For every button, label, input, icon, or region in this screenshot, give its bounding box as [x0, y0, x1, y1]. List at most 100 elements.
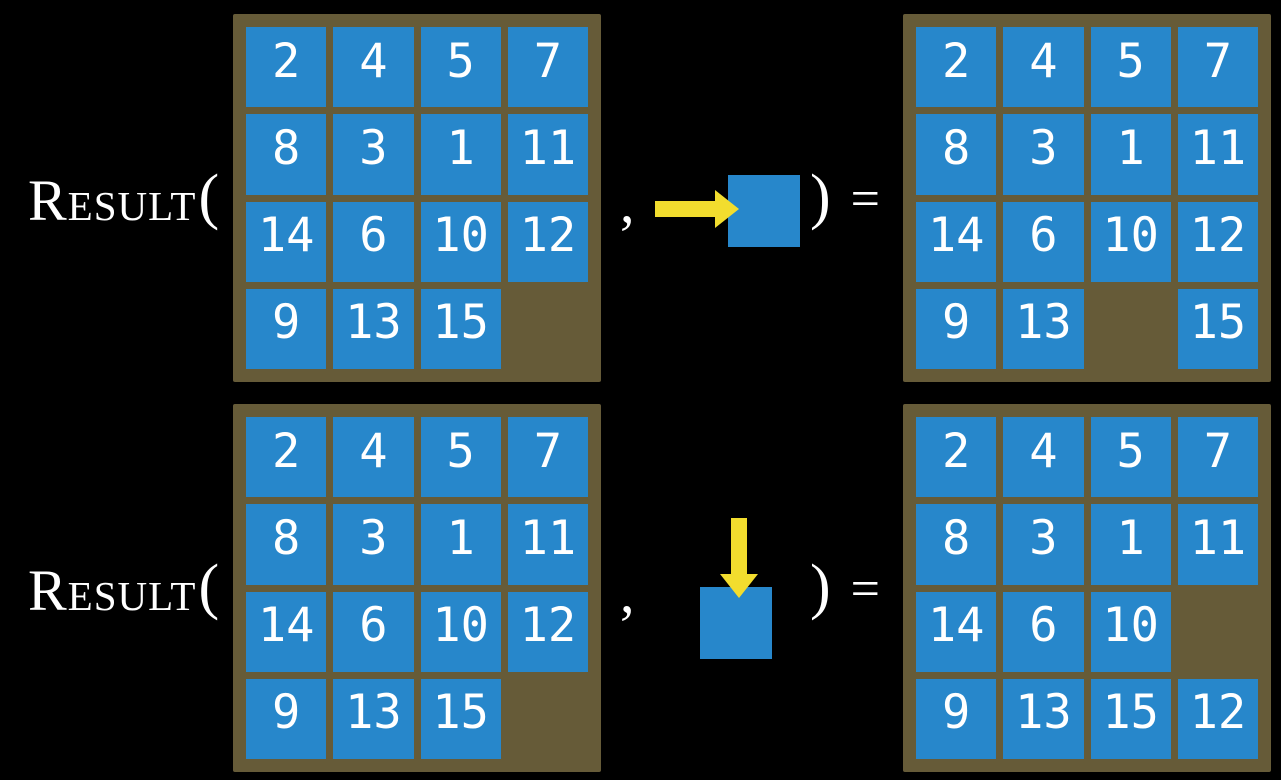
tile-number: 11 [1189, 120, 1247, 176]
puzzle-tile-13: 13 [333, 288, 414, 369]
arrow-head [715, 190, 739, 228]
tile-number: 14 [927, 598, 985, 654]
tile-number: 2 [941, 423, 971, 479]
tile-number: 1 [1116, 120, 1145, 176]
close-paren: ) [810, 163, 831, 231]
tile-number: 1 [446, 510, 475, 566]
tile-number: 5 [1116, 33, 1145, 89]
puzzle-tile-2: 2 [916, 417, 997, 498]
puzzle-tile-11: 11 [1177, 114, 1258, 195]
tile-number: 3 [359, 120, 388, 176]
tile-number: 9 [941, 685, 971, 741]
puzzle-tile-4: 4 [333, 27, 414, 108]
close-paren-equals-row2: ) = [810, 540, 880, 640]
tile-number: 9 [941, 295, 971, 351]
puzzle-tile-14: 14 [246, 591, 327, 672]
open-paren: ( [198, 553, 220, 621]
puzzle-tile-13: 13 [1003, 288, 1084, 369]
tile-number: 13 [1015, 295, 1072, 351]
tile-number: 13 [345, 295, 402, 351]
puzzle-tile-15: 15 [420, 678, 501, 759]
puzzle-tile-5: 5 [1090, 27, 1171, 108]
tile-number: 11 [1189, 510, 1247, 566]
arrow-down-icon [720, 518, 758, 598]
puzzle-tile-5: 5 [420, 417, 501, 498]
equals-sign: = [850, 171, 880, 228]
tile-number: 8 [941, 510, 971, 566]
tile-number: 14 [257, 598, 315, 654]
puzzle-tile-9: 9 [246, 678, 327, 759]
tile-number: 5 [446, 423, 475, 479]
puzzle-tile-15: 15 [420, 288, 501, 369]
puzzle-tile-9: 9 [246, 288, 327, 369]
puzzle-tile-8: 8 [246, 504, 327, 585]
tile-number: 15 [432, 295, 489, 351]
puzzle-tile-15: 15 [1177, 288, 1258, 369]
arrow-shaft [655, 201, 719, 217]
tile-number: 8 [271, 120, 301, 176]
puzzle-tile-3: 3 [1003, 504, 1084, 585]
puzzle-tile-6: 6 [333, 201, 414, 282]
tile-number: 5 [446, 33, 475, 89]
tile-number: 14 [257, 208, 315, 264]
puzzle-tile-2: 2 [246, 27, 327, 108]
tile-number: 10 [1102, 208, 1159, 264]
puzzle-tile-1: 1 [420, 504, 501, 585]
empty-cell [1091, 289, 1171, 369]
puzzle-tile-14: 14 [916, 201, 997, 282]
result-function-label: Result( [28, 540, 219, 640]
tile-number: 3 [1029, 510, 1058, 566]
puzzle-tile-4: 4 [333, 417, 414, 498]
puzzle-tile-11: 11 [1177, 504, 1258, 585]
tile-number: 1 [446, 120, 475, 176]
tile-number: 15 [1102, 685, 1159, 741]
action-tile-down [700, 587, 772, 659]
tile-number: 7 [533, 33, 563, 89]
result-function-label: Result( [28, 150, 219, 250]
puzzle-tile-7: 7 [1177, 417, 1258, 498]
comma: , [620, 170, 635, 235]
tile-number: 4 [359, 33, 388, 89]
tile-number: 2 [271, 423, 301, 479]
tile-number: 7 [1203, 423, 1233, 479]
close-paren: ) [810, 553, 831, 621]
tile-number: 3 [1029, 120, 1058, 176]
puzzle-tile-8: 8 [916, 114, 997, 195]
tile-number: 4 [359, 423, 388, 479]
puzzle-tile-6: 6 [1003, 201, 1084, 282]
puzzle-tile-10: 10 [420, 201, 501, 282]
puzzle-tile-11: 11 [507, 114, 588, 195]
puzzle-tile-4: 4 [1003, 27, 1084, 108]
close-paren-equals-row1: ) = [810, 150, 880, 250]
puzzle-tile-14: 14 [246, 201, 327, 282]
action-tile-right [728, 175, 800, 247]
comma: , [620, 560, 635, 625]
tile-number: 14 [927, 208, 985, 264]
puzzle-tile-1: 1 [420, 114, 501, 195]
arrow-head [720, 574, 758, 598]
empty-cell [508, 289, 588, 369]
tile-number: 2 [941, 33, 971, 89]
tile-number: 11 [519, 120, 577, 176]
tile-number: 9 [271, 685, 301, 741]
puzzle-tile-1: 1 [1090, 114, 1171, 195]
puzzle-tile-7: 7 [507, 27, 588, 108]
puzzle-tile-5: 5 [1090, 417, 1171, 498]
arrow-shaft [731, 518, 747, 576]
puzzle-tile-13: 13 [1003, 678, 1084, 759]
tile-number: 4 [1029, 33, 1058, 89]
puzzle-tile-3: 3 [333, 114, 414, 195]
tile-number: 15 [1189, 295, 1247, 351]
tile-number: 8 [941, 120, 971, 176]
tile-number: 6 [359, 598, 388, 654]
puzzle-tile-6: 6 [333, 591, 414, 672]
tile-number: 1 [1116, 510, 1145, 566]
tile-number: 7 [1203, 33, 1233, 89]
puzzle-tile-8: 8 [916, 504, 997, 585]
tile-number: 9 [271, 295, 301, 351]
tile-number: 15 [432, 685, 489, 741]
puzzle-tile-10: 10 [1090, 591, 1171, 672]
